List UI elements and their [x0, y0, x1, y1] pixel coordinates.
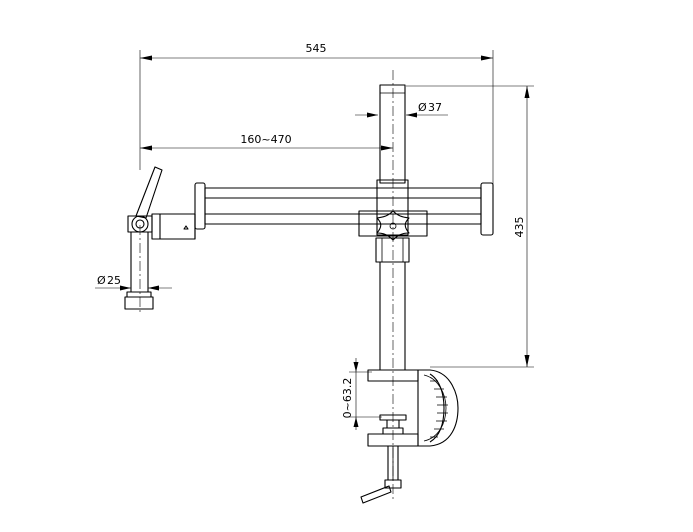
holder-diameter-label: 25 — [107, 274, 121, 287]
cross-clamp-block — [358, 179, 428, 263]
height-label: 435 — [513, 217, 526, 238]
holder-diameter-symbol: Ø — [97, 274, 106, 287]
dimension-arm-reach: 160~470 — [140, 133, 393, 151]
locking-lever-icon[interactable] — [135, 166, 163, 219]
holder-sleeve — [151, 213, 196, 240]
holder-rod — [124, 225, 154, 315]
star-knob-icon[interactable] — [376, 210, 410, 241]
arm-reach-label: 160~470 — [240, 133, 291, 146]
dimension-holder-diameter: Ø 25 — [95, 274, 172, 291]
horizontal-arm — [194, 182, 494, 236]
vertical-post — [379, 70, 406, 500]
post-diameter-symbol: Ø — [418, 101, 427, 114]
post-diameter-label: 37 — [428, 101, 442, 114]
dimension-overall-width: 545 — [139, 42, 494, 185]
screw-handle-icon[interactable] — [360, 485, 392, 504]
clamp-screw — [384, 445, 402, 489]
c-clamp — [367, 369, 459, 447]
overall-width-label: 545 — [306, 42, 327, 55]
dimension-post-diameter: Ø 37 — [355, 101, 448, 118]
clamp-range-label: 0~63.2 — [341, 378, 354, 419]
dimension-clamp-range: 0~63.2 — [341, 358, 382, 430]
clamp-screw-pad — [379, 414, 407, 435]
dimension-height: 435 — [406, 85, 534, 368]
